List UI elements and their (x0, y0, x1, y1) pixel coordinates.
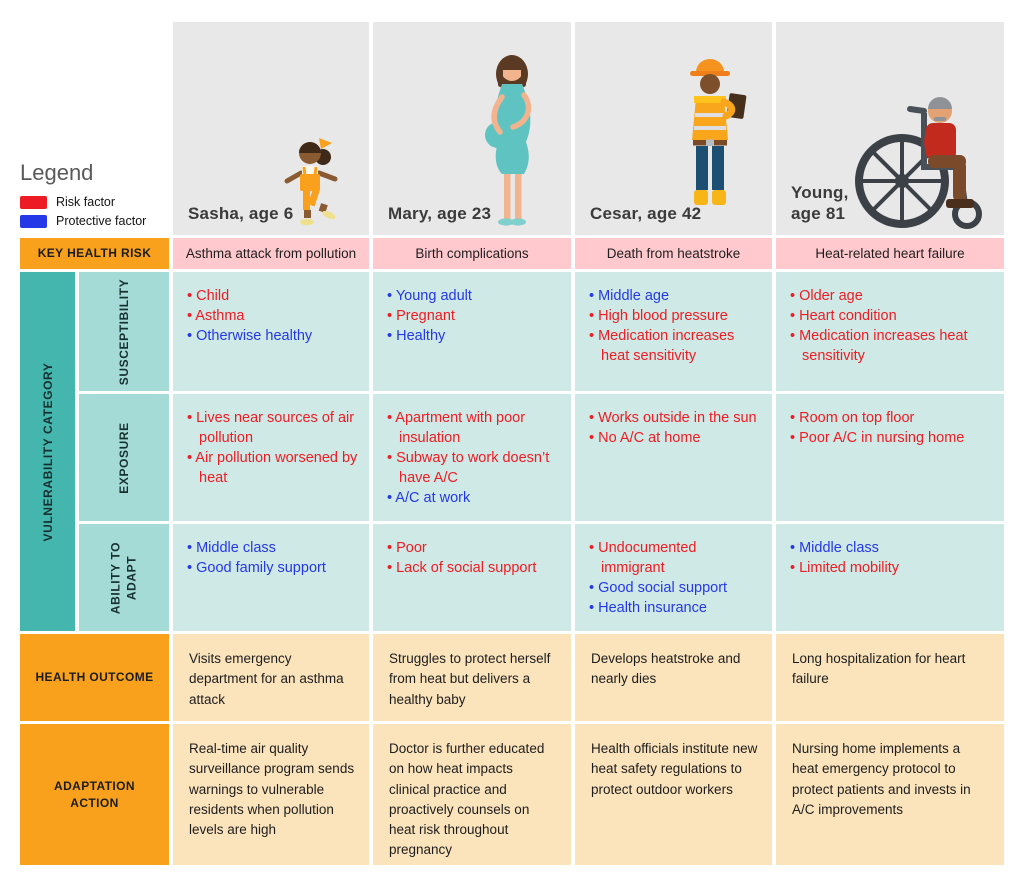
key-health-risk-sasha: Asthma attack from pollution (173, 238, 369, 269)
key-health-risk-young: Heat-related heart failure (776, 238, 1004, 269)
subrow-label-exposure: EXPOSURE (79, 394, 169, 521)
factor-item-protective: • Good social support (589, 580, 728, 596)
construction-worker-illustration (690, 59, 747, 205)
factor-item-risk: • Poor (387, 540, 427, 556)
factor-item-risk: • High blood pressure (589, 308, 728, 324)
legend-item-label: Risk factor (56, 195, 116, 209)
legend-title: Legend (20, 160, 94, 185)
factor-item-risk: • No A/C at home (589, 430, 701, 446)
factor-item-risk: • Room on top floor (790, 410, 915, 426)
factor-item-risk: • Heart condition (790, 308, 897, 324)
factor-item-protective: • Middle age (589, 288, 670, 304)
factor-item-protective: • Young adult (387, 288, 472, 304)
factor-item-protective: • Health insurance (589, 600, 707, 616)
vulnerability-category-bar: VULNERABILITY CATEGORY (20, 272, 75, 631)
persona-header-sasha: Sasha, age 6 (173, 22, 369, 235)
ability-to-adapt-mary: • Poor • Lack of social support (373, 524, 571, 631)
health-outcome-young: Long hospitalization for heart failure (776, 634, 1004, 721)
susceptibility-young: • Older age • Heart condition • Medication… (776, 272, 1004, 391)
child-girl-illustration (284, 138, 338, 226)
factor-item-protective: • Healthy (387, 328, 446, 344)
factor-item-protective: • Middle class (187, 540, 276, 556)
factor-item-risk: • Lack of social support (387, 560, 537, 576)
susceptibility-mary: • Young adult • Pregnant • Healthy (373, 272, 571, 391)
risk-factor-swatch (20, 195, 47, 209)
persona-header-mary: Mary, age 23 (373, 22, 571, 235)
factor-item-protective: • A/C at work (387, 490, 471, 506)
exposure-cesar: • Works outside in the sun • No A/C at ho… (575, 394, 772, 521)
ability-to-adapt-cesar: • Undocumented immigrant • Good social su… (575, 524, 772, 631)
factor-item-risk: • Asthma (187, 308, 245, 324)
subrow-label-susceptibility: SUSCEPTIBILITY (79, 272, 169, 391)
exposure-young: • Room on top floor • Poor A/C in nursing… (776, 394, 1004, 521)
factor-item-risk: • Lives near sources of air pollution (187, 410, 355, 446)
factor-item-risk: • Medication increases heat sensitivity (589, 328, 735, 364)
factor-item-risk: • Older age (790, 288, 863, 304)
factor-item-risk: • Undocumented immigrant (589, 540, 697, 576)
adaptation-action-sasha: Real-time air quality surveillance progr… (173, 724, 369, 865)
persona-header-young: Young, age 81 (776, 22, 1004, 235)
persona-name: Cesar, age 42 (590, 203, 702, 223)
factor-item-protective: • Otherwise healthy (187, 328, 313, 344)
legend-item-protective: Protective factor (20, 214, 146, 228)
protective-factor-swatch (20, 214, 47, 228)
legend-item-label: Protective factor (56, 214, 147, 228)
factor-item-risk: • Child (187, 288, 230, 304)
factor-item-risk: • Limited mobility (790, 560, 900, 576)
row-label-adaptation-action: ADAPTATION ACTION (20, 724, 169, 865)
factor-item-protective: • Good family support (187, 560, 326, 576)
factor-item-risk: • Air pollution worsened by heat (187, 450, 358, 486)
key-health-risk-mary: Birth complications (373, 238, 571, 269)
susceptibility-sasha: • Child • Asthma • Otherwise healthy (173, 272, 369, 391)
persona-header-cesar: Cesar, age 42 (575, 22, 772, 235)
legend-item-risk: Risk factor (20, 195, 146, 209)
factor-item-risk: • Medication increases heat sensitivity (790, 328, 968, 364)
adaptation-action-young: Nursing home implements a heat emergency… (776, 724, 1004, 865)
health-outcome-cesar: Develops heatstroke and nearly dies (575, 634, 772, 721)
row-label-health-outcome: HEALTH OUTCOME (20, 634, 169, 721)
subrow-label-ability-to-adapt: ABILITY TO ADAPT (79, 524, 169, 631)
persona-table: Sasha, age 6 Mary, age 23 (20, 22, 1004, 865)
pregnant-woman-illustration (485, 55, 532, 226)
adaptation-action-mary: Doctor is further educated on how heat i… (373, 724, 571, 865)
row-label-key-health-risk: KEY HEALTH RISK (20, 238, 169, 269)
vulnerability-category-label: VULNERABILITY CATEGORY (40, 362, 55, 541)
health-outcome-sasha: Visits emergency department for an asthm… (173, 634, 369, 721)
factor-item-risk: • Pregnant (387, 308, 455, 324)
factor-item-risk: • Apartment with poor insulation (387, 410, 526, 446)
factor-item-risk: • Subway to work doesn’t have A/C (387, 450, 550, 486)
ability-to-adapt-young: • Middle class • Limited mobility (776, 524, 1004, 631)
factor-item-risk: • Poor A/C in nursing home (790, 430, 965, 446)
legend: Legend Risk factor Protective factor (20, 160, 146, 233)
exposure-sasha: • Lives near sources of air pollution • A… (173, 394, 369, 521)
key-health-risk-cesar: Death from heatstroke (575, 238, 772, 269)
persona-name: Young, age 81 (791, 183, 849, 223)
health-outcome-mary: Struggles to protect herself from heat b… (373, 634, 571, 721)
exposure-mary: • Apartment with poor insulation • Subway… (373, 394, 571, 521)
adaptation-action-cesar: Health officials institute new heat safe… (575, 724, 772, 865)
persona-name: Mary, age 23 (388, 203, 492, 223)
factor-item-risk: • Works outside in the sun (589, 410, 757, 426)
susceptibility-cesar: • Middle age • High blood pressure • Medic… (575, 272, 772, 391)
factor-item-protective: • Middle class (790, 540, 879, 556)
ability-to-adapt-sasha: • Middle class • Good family support (173, 524, 369, 631)
persona-name: Sasha, age 6 (188, 203, 294, 223)
elderly-man-wheelchair-illustration (855, 97, 982, 229)
